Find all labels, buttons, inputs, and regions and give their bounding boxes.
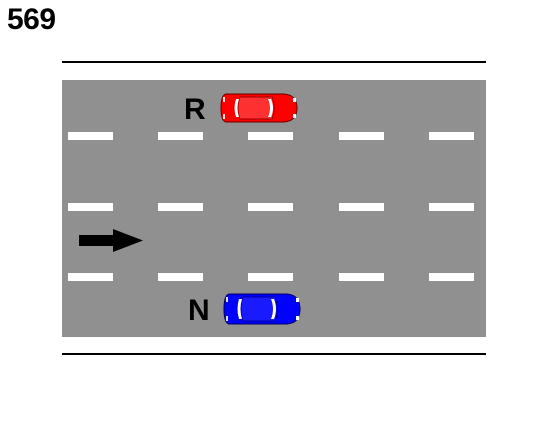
lane-dash: [158, 203, 203, 211]
question-number: 569: [7, 3, 56, 36]
car-r-label: R: [184, 93, 206, 126]
lane-dash: [429, 203, 474, 211]
car-n-body: [223, 293, 301, 325]
lane-dash: [339, 132, 384, 140]
car-r: R: [184, 93, 298, 126]
lane-dash: [248, 132, 293, 140]
direction-arrow-icon: [79, 229, 143, 252]
lane-dash: [68, 132, 113, 140]
lane-dash: [248, 203, 293, 211]
lane-dash: [339, 203, 384, 211]
lane-dash: [158, 132, 203, 140]
lane-dash: [429, 273, 474, 281]
lane-divider-3: [68, 273, 474, 281]
lane-dash: [68, 203, 113, 211]
lane-dash: [68, 273, 113, 281]
lane-divider-1: [68, 132, 474, 140]
car-n: N: [188, 293, 301, 327]
car-n-label: N: [188, 294, 210, 327]
lane-dash: [248, 273, 293, 281]
lane-dash: [158, 273, 203, 281]
lane-dash: [339, 273, 384, 281]
car-r-body: [220, 93, 298, 123]
lane-dash: [429, 132, 474, 140]
lane-divider-2: [68, 203, 474, 211]
